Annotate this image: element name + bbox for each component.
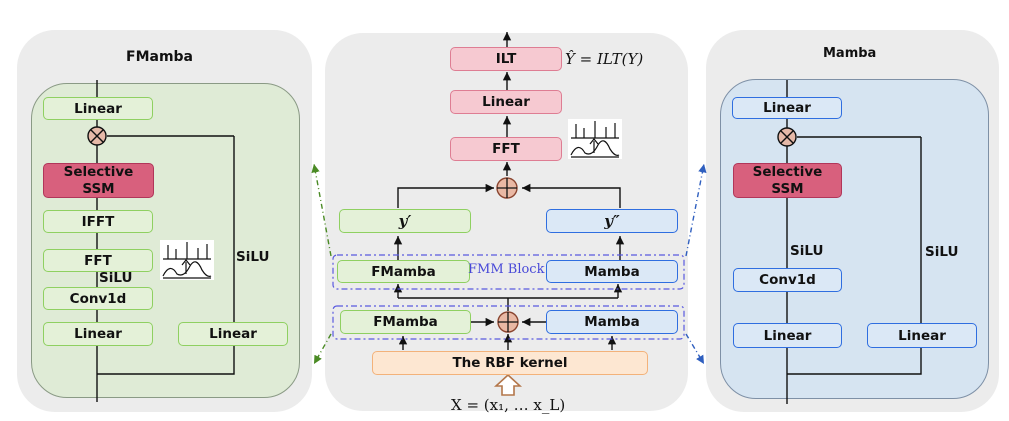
expand-arrow-right-bottom bbox=[685, 333, 705, 365]
input-arrow-icon bbox=[493, 373, 523, 396]
fmamba-linear-top: Linear bbox=[43, 97, 153, 120]
mamba-panel-title: Mamba bbox=[823, 46, 877, 61]
fmm-block-outline-lower bbox=[332, 305, 685, 340]
fmamba-silu-inner: SiLU bbox=[99, 270, 133, 286]
expand-arrow-right-top bbox=[685, 163, 707, 257]
mamba-silu-side: SiLU bbox=[925, 244, 959, 260]
expand-arrow-left-bottom bbox=[313, 333, 332, 365]
fmamba-panel-title: FMamba bbox=[126, 49, 193, 65]
fmm-block-outline-upper bbox=[332, 254, 685, 290]
center-linear-block: Linear bbox=[450, 90, 562, 114]
y-double-prime-block: y″ bbox=[546, 209, 678, 233]
center-wires bbox=[393, 32, 625, 350]
rbf-kernel-block: The RBF kernel bbox=[372, 351, 648, 375]
frequency-spectrum-icon bbox=[160, 240, 214, 280]
fmamba-fft: FFT bbox=[43, 249, 153, 272]
fmm-block-label: FMM Block bbox=[468, 262, 545, 277]
fmamba-silu-side: SiLU bbox=[236, 249, 270, 265]
expand-arrow-left-top bbox=[311, 163, 332, 257]
fmamba-selective-ssm: Selective SSM bbox=[43, 163, 154, 198]
ilt-formula: Ŷ = ILT(Y) bbox=[565, 50, 644, 68]
mamba-conv1d: Conv1d bbox=[733, 268, 842, 292]
fmamba-conv1d: Conv1d bbox=[43, 287, 153, 310]
center-mamba-lower: Mamba bbox=[546, 310, 678, 334]
mamba-linear-top: Linear bbox=[732, 97, 842, 119]
mamba-selective-label: Selective SSM bbox=[752, 163, 823, 197]
fmamba-linear-bottom: Linear bbox=[43, 322, 153, 346]
mamba-selective-ssm: Selective SSM bbox=[733, 163, 842, 198]
center-fmamba-upper: FMamba bbox=[337, 260, 470, 283]
mamba-linear-bottom: Linear bbox=[733, 323, 842, 348]
y-double-prime-label: y″ bbox=[604, 212, 620, 230]
fmamba-selective-label: Selective SSM bbox=[63, 163, 134, 197]
fmamba-ifft: IFFT bbox=[43, 210, 153, 233]
center-mamba-upper: Mamba bbox=[546, 260, 678, 283]
mamba-silu-inner: SiLU bbox=[790, 243, 824, 259]
center-fft-block: FFT bbox=[450, 137, 562, 161]
mamba-linear-right: Linear bbox=[867, 323, 977, 348]
ilt-block: ILT bbox=[450, 47, 562, 71]
center-frequency-spectrum-icon bbox=[568, 119, 622, 159]
y-prime-label: y′ bbox=[398, 212, 412, 230]
fmamba-linear-right: Linear bbox=[178, 322, 288, 346]
mamba-wires bbox=[786, 80, 922, 404]
y-prime-block: y′ bbox=[339, 209, 471, 233]
input-formula: X = (x₁, … x_L) bbox=[451, 396, 566, 414]
center-fmamba-lower: FMamba bbox=[340, 310, 471, 334]
